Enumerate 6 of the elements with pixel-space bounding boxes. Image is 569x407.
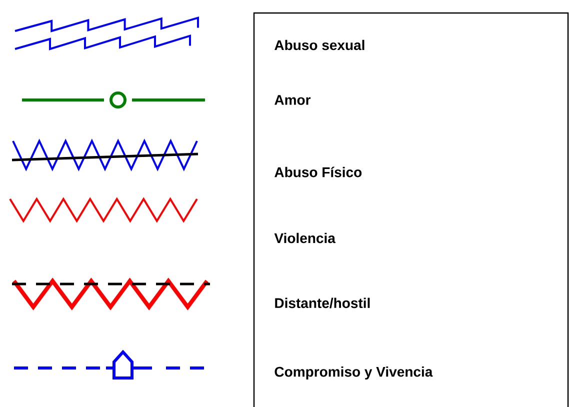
- legend-text: Abuso sexual: [274, 40, 364, 50]
- legend-text: Violencia: [274, 232, 336, 244]
- legend-text: Amor: [274, 95, 311, 105]
- legend-text: Abuso Físico: [274, 166, 362, 178]
- legend-text: Distante/hostil: [275, 298, 370, 308]
- legend-text: Compromiso y Vivencia: [274, 366, 433, 380]
